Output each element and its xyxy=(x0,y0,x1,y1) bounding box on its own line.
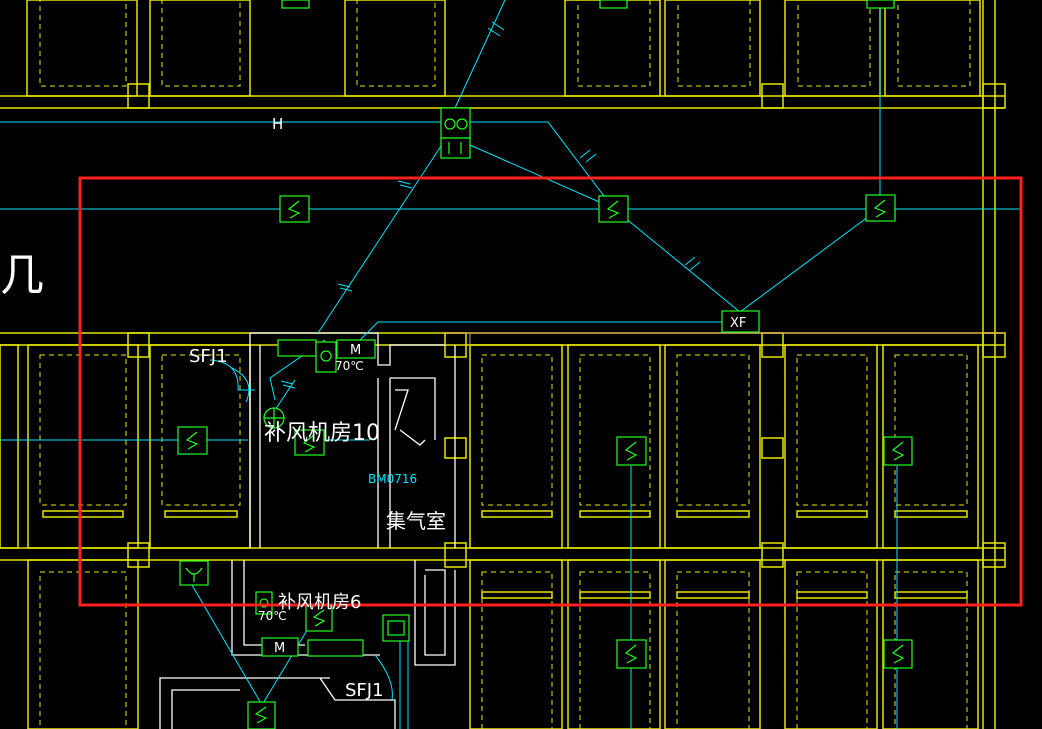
fire-damper-icon xyxy=(883,639,913,669)
temp-bottom-label: 70℃ xyxy=(258,609,287,623)
room6-label: 补风机房6 xyxy=(278,592,361,613)
sfj-top-label: SFJ1 xyxy=(189,346,228,367)
labels: 几 H SFJ1 M 70℃ 补风机房10 XF BM0716 集气室 补风机房… xyxy=(0,115,746,701)
xf-label: XF xyxy=(730,316,746,331)
temp-top-label: 70℃ xyxy=(335,359,364,373)
gas-room-label: 集气室 xyxy=(386,509,446,533)
sfj-bottom-label: SFJ1 xyxy=(345,680,384,701)
fire-damper-icon xyxy=(177,426,208,455)
duct-lines xyxy=(0,0,1020,729)
exhaust-fan-icon xyxy=(440,107,471,159)
motor-bottom-label: M xyxy=(274,641,285,656)
edge-char-label: 几 xyxy=(0,250,44,301)
fire-damper-icon xyxy=(865,194,896,222)
fire-damper-icon xyxy=(247,701,276,729)
room10-label: 补风机房10 xyxy=(264,421,380,446)
fire-damper-icon xyxy=(616,436,647,466)
fire-damper-icon xyxy=(305,604,333,632)
equipment xyxy=(177,0,913,729)
fire-damper-icon xyxy=(279,195,310,223)
xf-unit xyxy=(721,310,760,333)
fire-damper-icon xyxy=(294,429,325,456)
duct-break-marks xyxy=(280,21,701,389)
damper-assembly xyxy=(277,339,376,373)
fire-damper-icon xyxy=(598,195,629,223)
fire-damper-icon xyxy=(883,436,913,466)
fire-damper-icon xyxy=(281,0,895,9)
motor-label: M xyxy=(350,343,361,358)
air-valve-icon xyxy=(179,560,209,586)
structural-grid xyxy=(0,0,1006,729)
fire-damper-icon xyxy=(616,639,647,669)
supply-fan-icon xyxy=(263,407,285,429)
bm-label: BM0716 xyxy=(368,472,417,486)
highlight-box xyxy=(78,176,1023,607)
damper-assembly-bottom xyxy=(255,591,364,657)
fan-unit-icon xyxy=(382,614,410,642)
room-walls xyxy=(159,332,1005,729)
duct-h-label: H xyxy=(272,115,283,133)
